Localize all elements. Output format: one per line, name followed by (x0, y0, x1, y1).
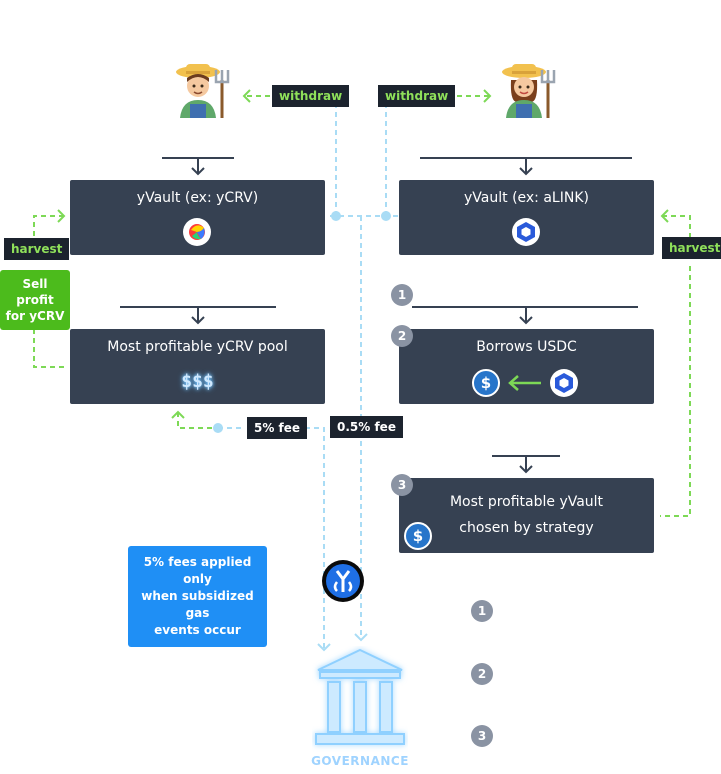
sell-profit-line1: Sell profit (16, 277, 54, 307)
sell-profit-line2: for yCRV (5, 309, 65, 323)
usdc-coin-icon: $ (472, 369, 500, 397)
step-badge-3: 3 (391, 474, 413, 496)
fee-policy-note: 5% fees applied only when subsidized gas… (128, 546, 267, 647)
withdraw-tag-right: withdraw (378, 85, 456, 107)
usdc-coin-icon: $ (404, 522, 432, 550)
yearn-logo-icon (320, 558, 366, 604)
withdraw-tag-left: withdraw (272, 85, 350, 107)
legend-step-2: 2 (471, 663, 493, 685)
borrows-usdc-box: Borrows USDC $ (399, 329, 654, 404)
harvest-tag-left: harvest (4, 238, 70, 260)
fee-policy-line3: events occur (154, 623, 241, 637)
curve-logo-icon (183, 218, 211, 246)
profitable-yvault-box: Most profitable yVault chosen by strateg… (399, 478, 654, 553)
fee-policy-line2: when subsidized gas (141, 589, 254, 620)
yvault-ycrv-title: yVault (ex: yCRV) (136, 190, 259, 206)
chainlink-logo-icon (512, 218, 540, 246)
profitable-yvault-line1: Most profitable yVault (449, 494, 604, 510)
fee-half-percent-tag: 0.5% fee (330, 416, 403, 438)
profit-money-text: $$$ (181, 371, 214, 392)
fee-5-percent-tag: 5% fee (247, 417, 308, 439)
yvault-alink-title: yVault (ex: aLINK) (464, 190, 589, 206)
farmer-woman-icon (498, 60, 562, 124)
governance-label: GOVERNANCE (311, 754, 409, 768)
profitable-pool-box: Most profitable yCRV pool $$$ (70, 329, 325, 404)
step-badge-1: 1 (391, 284, 413, 306)
legend-step-3: 3 (471, 725, 493, 747)
profitable-yvault-line2: chosen by strategy (459, 520, 594, 536)
step-badge-2: 2 (391, 325, 413, 347)
sell-profit-note: Sell profit for yCRV (0, 270, 70, 330)
harvest-tag-right: harvest (662, 237, 721, 259)
arrow-left-icon (507, 373, 543, 393)
farmer-man-icon (172, 60, 236, 124)
governance-building-icon (312, 646, 408, 752)
profitable-pool-title: Most profitable yCRV pool (107, 339, 288, 355)
yvault-ycrv-box: yVault (ex: yCRV) (70, 180, 325, 255)
chainlink-logo-icon (550, 369, 578, 397)
fee-policy-line1: 5% fees applied only (143, 555, 252, 586)
legend-step-1: 1 (471, 600, 493, 622)
borrows-usdc-title: Borrows USDC (476, 339, 577, 355)
yvault-alink-box: yVault (ex: aLINK) (399, 180, 654, 255)
